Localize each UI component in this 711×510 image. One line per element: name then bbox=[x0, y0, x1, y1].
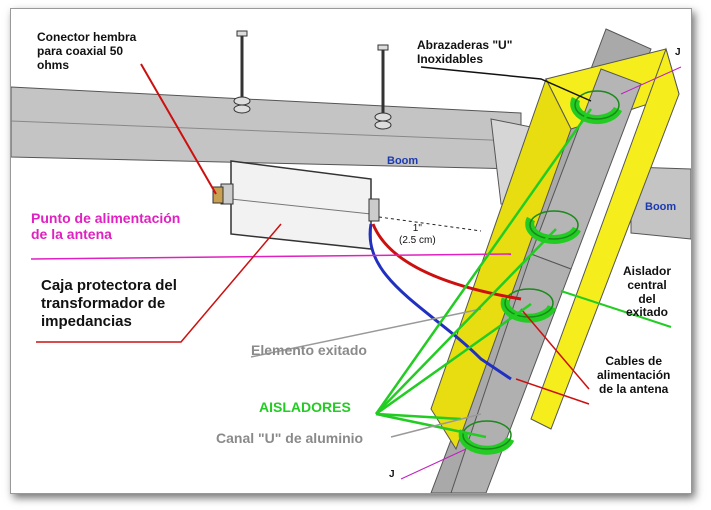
insulator-center-label-line4: exitado bbox=[626, 305, 669, 320]
clamps-label-line2: Inoxidables bbox=[417, 51, 484, 66]
dimension-label-line1: 1" bbox=[412, 223, 422, 234]
leader-insulators bbox=[374, 108, 593, 439]
feed-cables-label-line2: alimentación bbox=[597, 367, 671, 382]
coax-connector bbox=[212, 186, 224, 204]
box-label-line3: impedancias bbox=[41, 313, 132, 330]
boom-left bbox=[11, 86, 522, 170]
leader-connector bbox=[140, 63, 217, 195]
boom-right-label: Boom bbox=[645, 201, 677, 213]
connector-label-line3: ohms bbox=[37, 57, 70, 72]
connector-label-line1: Conector hembra bbox=[37, 30, 137, 44]
clamps-label-line1: Abrazaderas "U" bbox=[417, 38, 513, 52]
antenna-diagram bbox=[11, 28, 691, 493]
feed-point-label-line1: Punto de alimentación bbox=[31, 210, 181, 226]
boom-left-label: Boom bbox=[387, 155, 419, 167]
feed-cables-label: Cables de alimentación de la antena bbox=[597, 354, 671, 396]
feed-cables-label-line1: Cables de bbox=[605, 354, 663, 368]
box-label-line1: Caja protectora del bbox=[41, 277, 177, 294]
box-label: Caja protectora del transformador de imp… bbox=[41, 277, 177, 331]
aluminum-channel bbox=[430, 77, 572, 451]
dimension-label-line2: (2.5 cm) bbox=[399, 234, 436, 246]
feed-cables-label-line3: de la antena bbox=[599, 381, 669, 396]
leader-feed-cables bbox=[520, 308, 590, 390]
feed-point-label: Punto de alimentación de la antena bbox=[31, 210, 180, 242]
driven-element-label: Elemento exitado bbox=[251, 342, 367, 358]
bolt-left bbox=[233, 30, 251, 114]
leader-j-bottom bbox=[400, 448, 467, 480]
insulator-center-label-line3: del bbox=[638, 291, 656, 306]
dimension-label: 1" (2.5 cm) bbox=[399, 223, 436, 246]
leader-clamps bbox=[420, 66, 592, 102]
insulator-center-label-line1: Aislador bbox=[623, 264, 672, 278]
insulator-center-label: Aislador central del exitado bbox=[623, 264, 672, 320]
diagram-frame: Conector hembra para coaxial 50 ohms Abr… bbox=[10, 8, 692, 494]
blue-feed-cable bbox=[368, 223, 512, 381]
connector-label: Conector hembra para coaxial 50 ohms bbox=[37, 30, 137, 72]
bolt-right bbox=[374, 44, 392, 130]
leader-box bbox=[36, 223, 282, 343]
feed-point-label-line2: de la antena bbox=[31, 226, 112, 243]
transformer-box bbox=[220, 160, 380, 250]
insulator-clamp-4 bbox=[458, 420, 515, 455]
leader-feed-cables-2 bbox=[515, 378, 590, 405]
j-bottom-label: J bbox=[389, 469, 395, 480]
leader-feed-point bbox=[30, 253, 512, 260]
insulator-clamp-center bbox=[500, 288, 557, 323]
connector-label-line2: para coaxial 50 bbox=[37, 43, 124, 58]
leader-j-top bbox=[620, 66, 682, 95]
j-top-label: J bbox=[675, 47, 681, 58]
box-label-line2: transformador de bbox=[41, 295, 166, 312]
leader-channel bbox=[390, 413, 482, 438]
red-feed-cable bbox=[371, 223, 522, 301]
insulators-label: AISLADORES bbox=[259, 399, 351, 415]
leader-driven-element bbox=[250, 308, 482, 358]
channel-label: Canal "U" de aluminio bbox=[216, 430, 364, 446]
leader-insulator-center bbox=[560, 290, 672, 328]
clamps-label: Abrazaderas "U" Inoxidables bbox=[417, 38, 513, 67]
insulator-clamp-1 bbox=[570, 90, 623, 125]
insulator-center-label-line2: central bbox=[627, 277, 667, 292]
